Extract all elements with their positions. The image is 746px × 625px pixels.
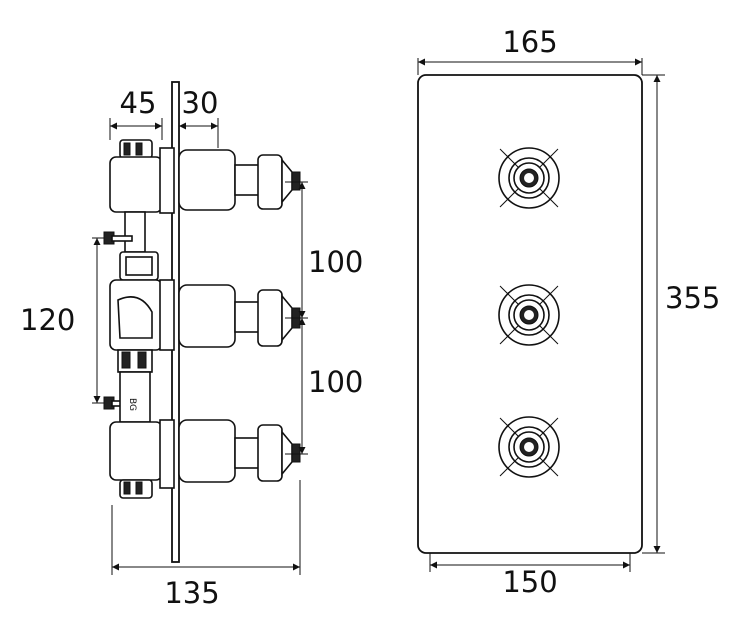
dim-base-width-label: 150 <box>502 565 557 599</box>
dim-plate-width-label: 165 <box>502 25 557 59</box>
valve-assembly-top <box>109 139 301 253</box>
handle-middle <box>498 284 560 346</box>
handle-top <box>498 147 560 209</box>
side-view: BG 45 30 100 100 <box>20 81 363 610</box>
dim-overall-depth-label: 135 <box>164 576 219 610</box>
dim-inlet-height-label: 120 <box>20 303 75 337</box>
front-view: 165 355 150 <box>417 25 720 599</box>
dim-spacing-upper-label: 100 <box>308 245 363 279</box>
dim-spacing-lower-label: 100 <box>308 365 363 399</box>
dim-depth-front-label: 30 <box>182 86 219 120</box>
body-marking: BG <box>127 398 137 411</box>
dim-plate-height-label: 355 <box>665 281 720 315</box>
valve-assembly-middle: BG <box>103 231 301 423</box>
dim-depth-back-label: 45 <box>120 86 157 120</box>
valve-assembly-bottom <box>109 419 301 499</box>
handle-bottom <box>498 416 560 478</box>
